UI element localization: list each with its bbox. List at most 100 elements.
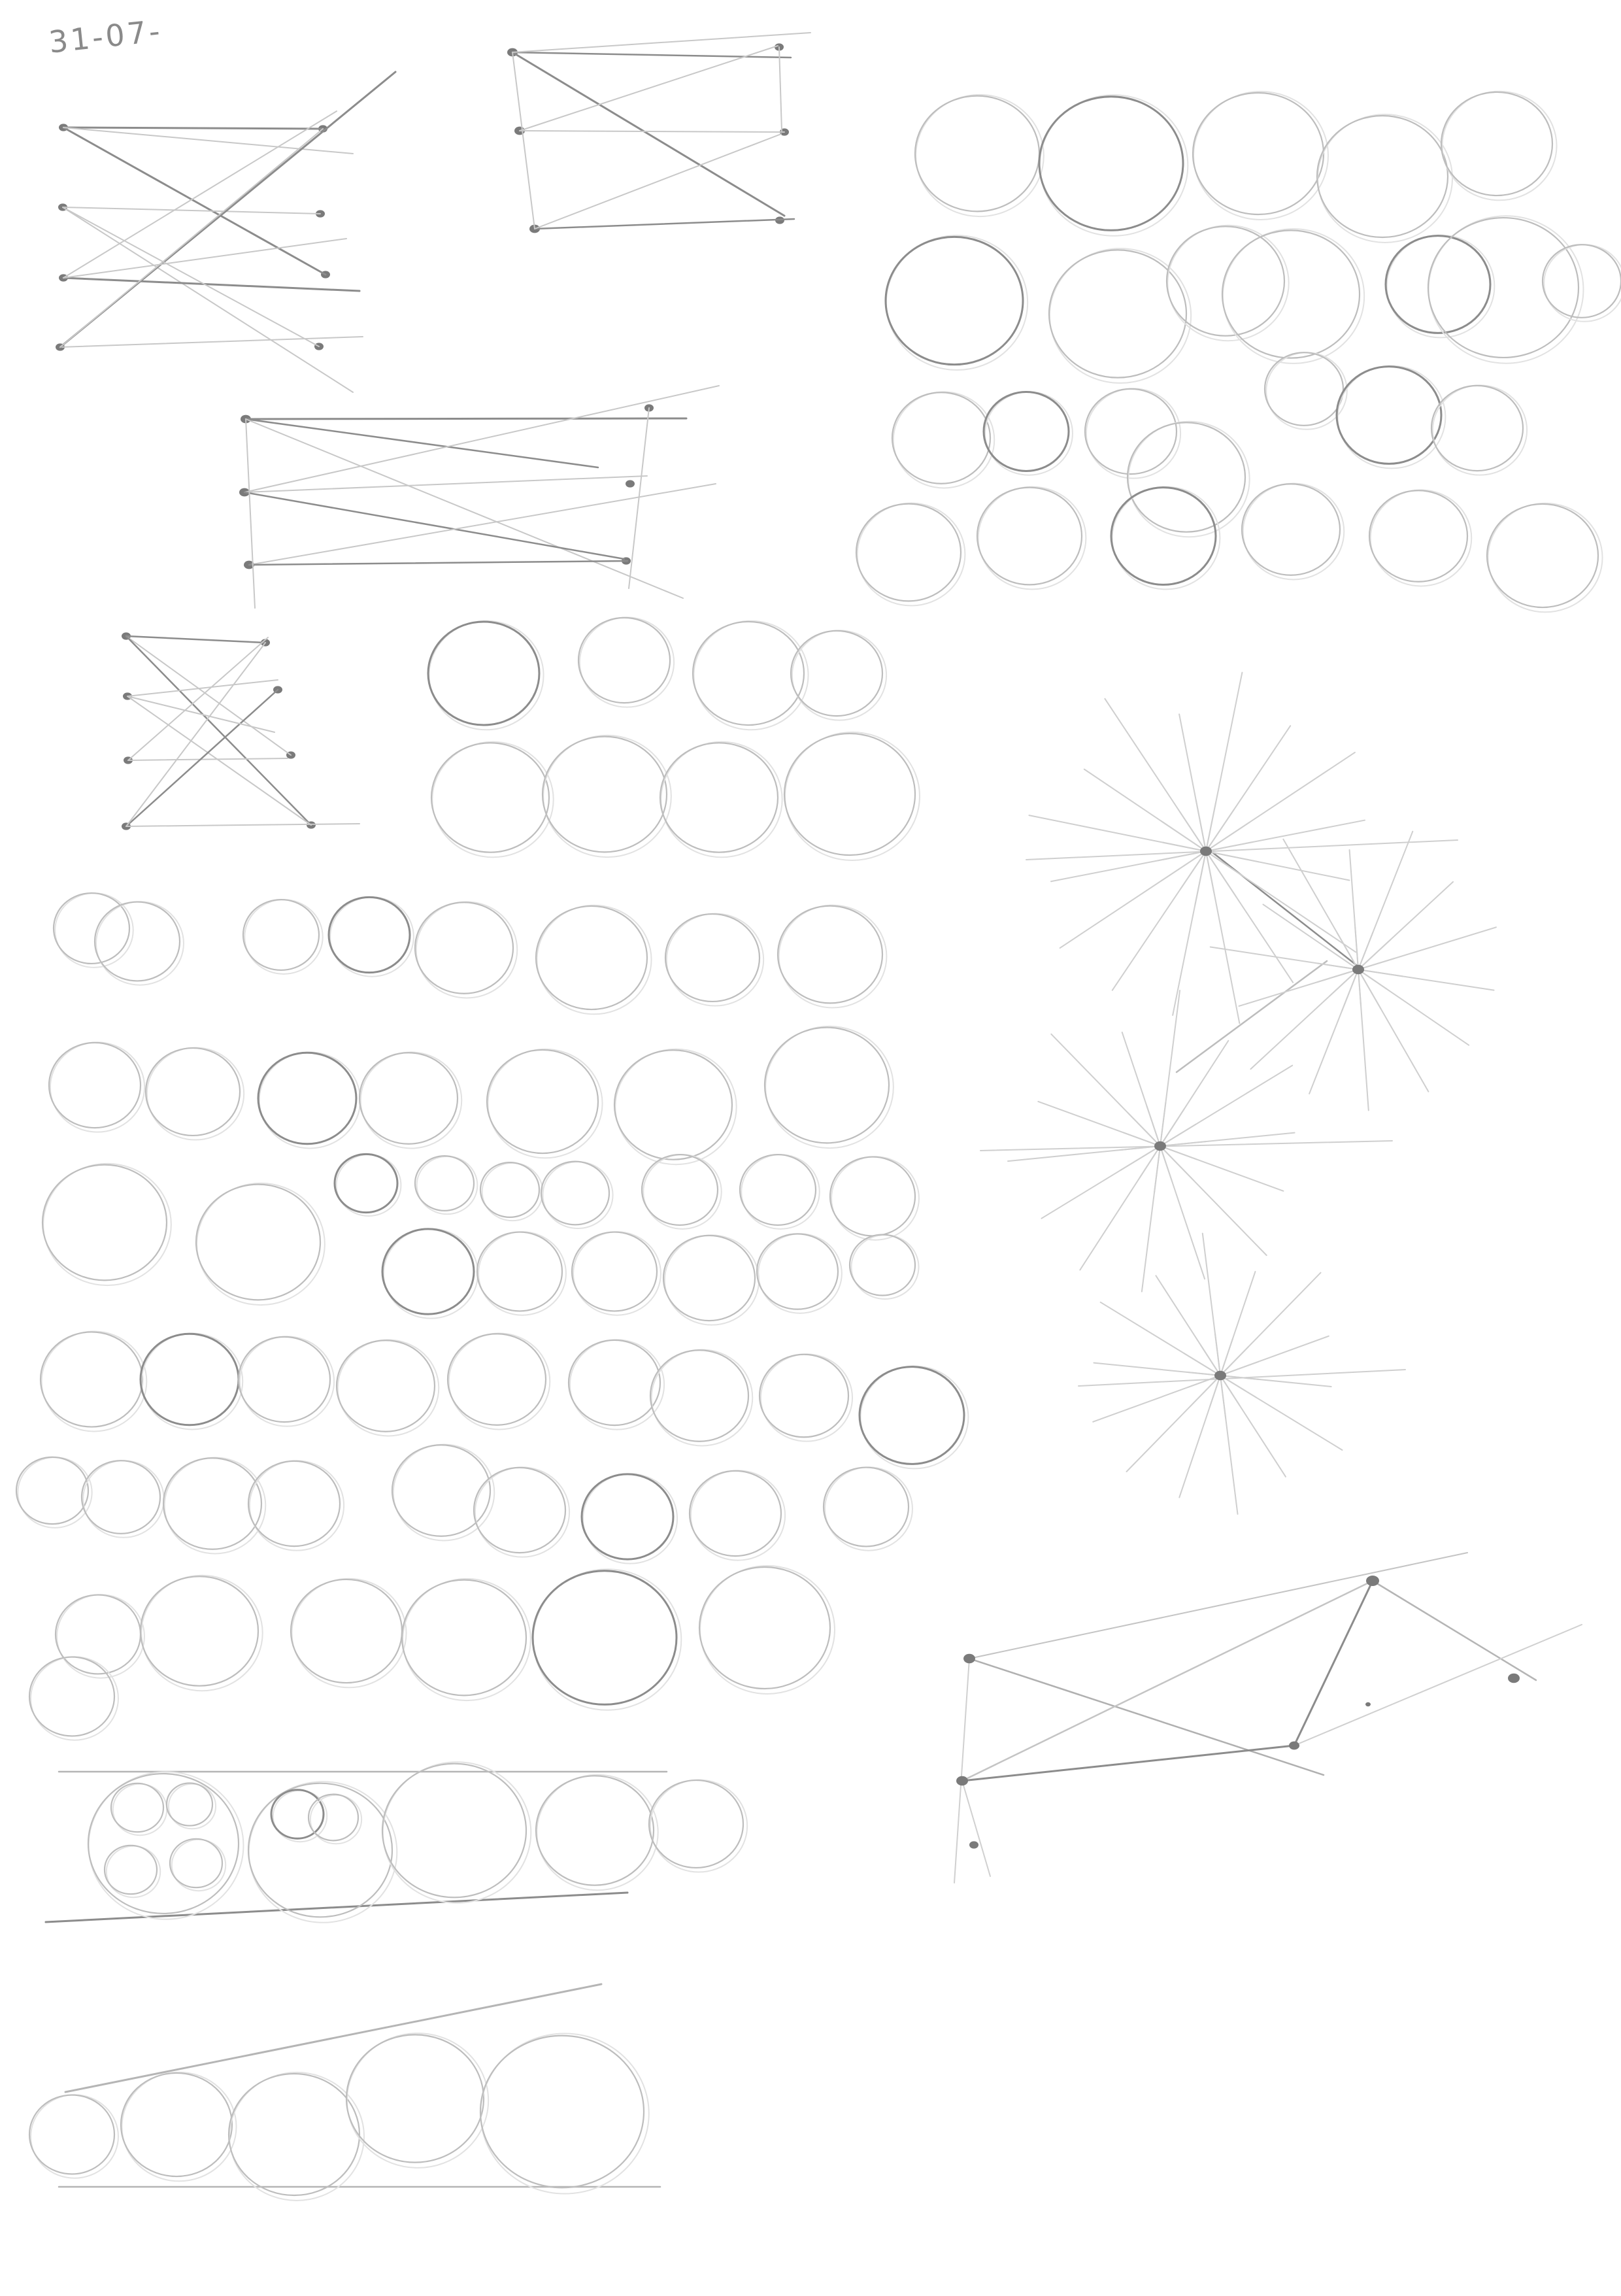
sketch-circle — [427, 620, 541, 726]
sketch-line — [62, 126, 324, 130]
sketch-dot — [1508, 1673, 1520, 1683]
sketch-line — [954, 1658, 970, 1883]
sketch-circle-ghost — [1128, 420, 1250, 538]
sketch-circle — [307, 1793, 359, 1842]
sketch-dot — [1289, 1741, 1299, 1750]
sketch-circle — [247, 1460, 341, 1547]
sketch-circle — [891, 392, 992, 484]
sketch-line — [1104, 698, 1237, 898]
sketch-circle — [662, 1234, 756, 1322]
sketch-circle — [1192, 92, 1325, 216]
sketch-circle-ghost — [1039, 94, 1189, 237]
sketch-circle — [139, 1576, 259, 1687]
sketch-line — [63, 110, 337, 279]
sketch-circle — [430, 742, 550, 853]
sketch-line — [1037, 1100, 1197, 1160]
sketch-circle-ghost — [329, 896, 414, 977]
sketch-circle-ghost — [1369, 489, 1473, 587]
sketch-line — [63, 238, 347, 279]
sketch-circle-ghost — [481, 1162, 544, 1222]
sketch-circle — [358, 1052, 459, 1145]
sketch-circle — [1486, 503, 1599, 609]
sketch-line — [64, 1983, 603, 2093]
sketch-line — [1050, 1033, 1194, 1181]
sketch-circle-ghost — [196, 1182, 326, 1306]
sketch-line — [125, 635, 292, 756]
sketch-circle — [327, 896, 411, 974]
sketch-circle — [15, 1456, 90, 1525]
sketch-circle — [613, 1049, 733, 1160]
sketch-circle-ghost — [239, 1336, 335, 1427]
sketch-line — [244, 417, 688, 420]
sketch-circle-ghost — [82, 1460, 165, 1538]
sketch-circle-ghost — [760, 1353, 854, 1442]
sketch-circle-ghost — [448, 1332, 551, 1430]
sketch-circle-ghost — [49, 1041, 146, 1133]
sketch-circle-ghost — [88, 1771, 244, 1920]
sketch-circle — [580, 1473, 675, 1561]
sketch-circle — [48, 1041, 142, 1129]
sketch-circle — [858, 1366, 965, 1465]
sketch-circle-ghost — [1222, 228, 1365, 364]
sketch-circle — [1368, 490, 1469, 582]
sketch-line — [62, 207, 320, 347]
sketch-circle-ghost — [614, 1048, 737, 1166]
sketch-line — [62, 126, 327, 276]
sketch-line — [59, 128, 324, 348]
sketch-circle — [567, 1339, 661, 1427]
sketch-circle — [110, 1782, 165, 1833]
sketch-line — [778, 46, 782, 131]
sketch-circle-ghost — [663, 1234, 760, 1326]
sketch-circle-ghost — [824, 1466, 913, 1551]
sketch-circle — [473, 1466, 567, 1554]
sketch-circle — [333, 1153, 399, 1214]
sketch-circle-ghost — [30, 2094, 119, 2179]
sketch-circle-ghost — [1431, 384, 1528, 476]
sketch-circle-ghost — [382, 1761, 532, 1904]
sketch-circle — [381, 1228, 475, 1315]
sketch-circle-ghost — [244, 899, 324, 975]
sketch-line — [961, 1780, 991, 1877]
sketch-line — [62, 207, 321, 214]
sketch-circle — [777, 905, 884, 1004]
sketch-dot — [969, 1841, 978, 1849]
sketch-circle-ghost — [650, 1349, 754, 1447]
sketch-dot — [1154, 1141, 1166, 1151]
sketch-circle — [1165, 226, 1286, 337]
sketch-circle-ghost — [382, 1228, 479, 1319]
sketch-circle — [1241, 483, 1341, 576]
sketch-circle-ghost — [542, 1161, 614, 1229]
sketch-circle — [976, 486, 1083, 586]
sketch-line — [1282, 838, 1382, 1009]
sketch-circle-ghost — [569, 1339, 665, 1430]
sketch-circle-ghost — [415, 901, 518, 999]
sketch-line — [248, 483, 716, 566]
sketch-line — [512, 52, 535, 229]
sketch-circle — [479, 2034, 645, 2189]
sketch-circle — [577, 616, 671, 704]
sketch-circle-ghost — [337, 1339, 440, 1437]
sketch-circle — [242, 898, 320, 971]
sketch-circle-ghost — [850, 1234, 920, 1300]
sketch-circle-ghost — [536, 904, 652, 1015]
sketch-line — [245, 418, 256, 609]
sketch-circle-ghost — [741, 1154, 820, 1230]
sketch-line — [125, 642, 266, 827]
sketch-circle-ghost — [428, 620, 544, 731]
sketch-circle — [649, 1349, 750, 1442]
sketch-line — [62, 277, 361, 292]
sketch-circle — [227, 2072, 361, 2197]
sketch-circle — [531, 1570, 678, 1706]
sketch-circle-ghost — [984, 391, 1073, 476]
sketch-circle — [479, 1162, 541, 1218]
sketch-line — [961, 1579, 1374, 1782]
sketch-line — [125, 635, 267, 644]
sketch-circle — [1084, 388, 1178, 475]
sketch-circle — [648, 1779, 744, 1869]
sketch-circle — [535, 905, 648, 1011]
sketch-circle-ghost — [784, 732, 920, 861]
sketch-line — [248, 560, 629, 566]
sketch-circle — [756, 1233, 839, 1310]
sketch-circle-ghost — [532, 1568, 682, 1711]
sketch-circle — [247, 1782, 393, 1918]
